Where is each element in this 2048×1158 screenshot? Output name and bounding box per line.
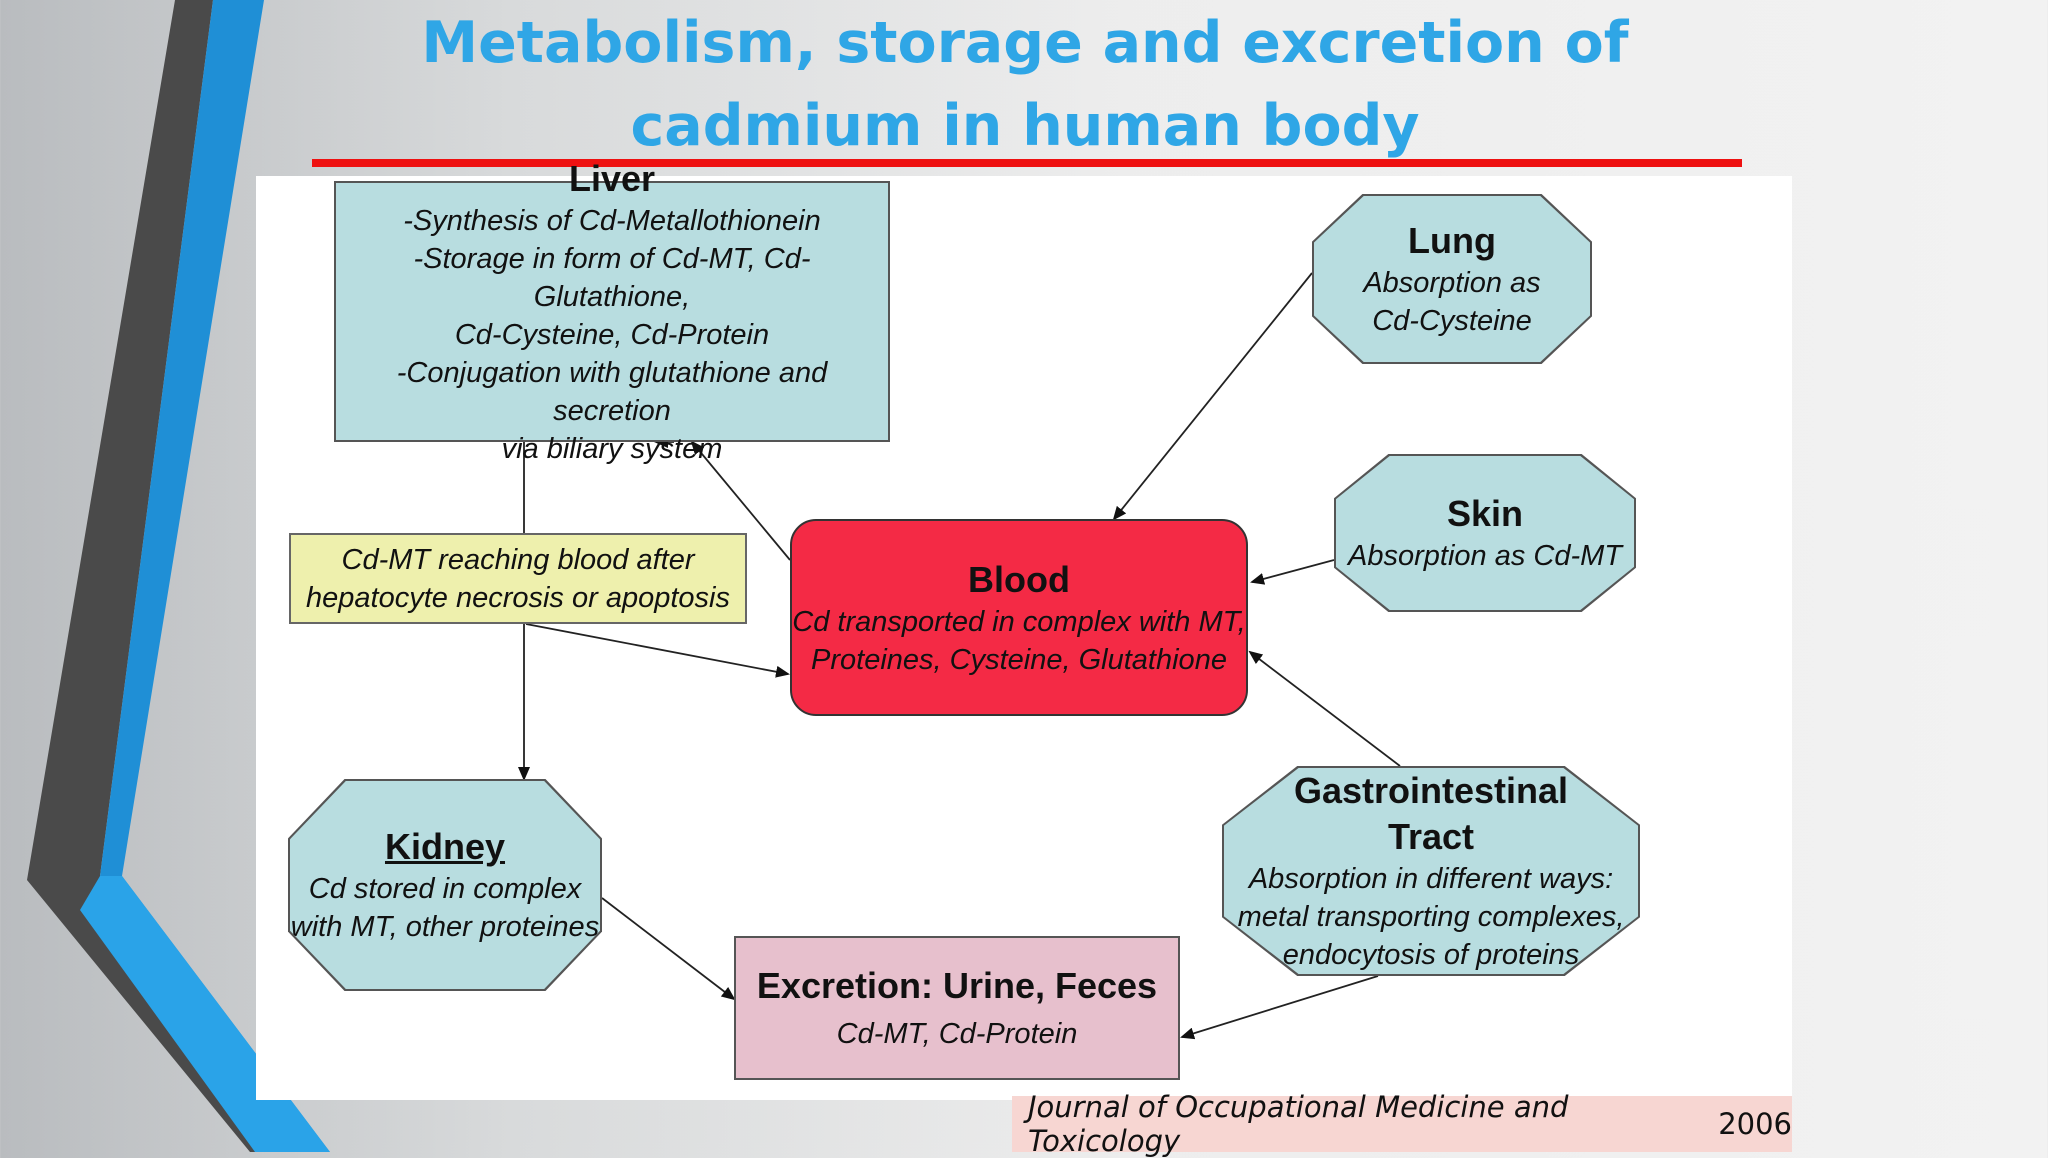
liver-node: Liver -Synthesis of Cd-Metallothionein -… [334,158,890,465]
excretion-title: Excretion: Urine, Feces [756,965,1158,1006]
edge-kidney-to-excretion [601,897,736,1001]
gi-title: Gastrointestinal [1293,770,1569,811]
edge-skin-to-blood [1250,559,1335,585]
title-underline [312,159,1742,167]
gi-title: Tract [1387,816,1475,857]
skin-title: Skin [1446,493,1524,534]
liver-title: Liver [568,157,656,199]
lung-line: Cd-Cysteine [1372,305,1532,337]
liver-line: via biliary system [501,432,723,465]
excretion-line: Cd-MT, Cd-Protein [836,1018,1078,1050]
kidney-title: Kidney [384,826,506,867]
edge-blood-to-liver [690,440,791,561]
gi-tract-node: Gastrointestinal Tract Absorption in dif… [1222,766,1640,976]
edge-lung-to-blood [1112,272,1313,521]
edge-note-to-blood [525,623,790,678]
liver-line: Cd-Cysteine, Cd-Protein [454,318,770,351]
blue-accent-band [100,0,330,1152]
skin-node: Skin Absorption as Cd-MT [1334,454,1636,612]
note-line: hepatocyte necrosis or apoptosis [306,581,730,614]
edge-gi-to-excretion [1180,975,1379,1040]
citation-journal: Journal of Occupational Medicine and Tox… [1028,1090,1569,1158]
hepatocyte-note: Cd-MT reaching blood after hepatocyte ne… [289,533,747,624]
lung-line: Absorption as [1363,267,1541,299]
gi-line: endocytosis of proteins [1282,939,1580,971]
blood-line: Proteines, Cysteine, Glutathione [811,643,1227,676]
citation-year: 2006 [1718,1107,1792,1141]
gi-line: Absorption in different ways: [1248,863,1614,895]
blood-node: Blood Cd transported in complex with MT,… [790,519,1248,716]
gi-line: metal transporting complexes, [1237,901,1625,933]
lung-node: Lung Absorption as Cd-Cysteine [1312,194,1592,364]
liver-line: -Conjugation with glutathione and secret… [396,356,828,427]
liver-line: -Storage in form of Cd-MT, Cd-Glutathion… [413,242,811,313]
diagram-edges [518,272,1401,1040]
diagram-panel: Liver -Synthesis of Cd-Metallothionein -… [256,158,1792,1100]
kidney-line: with MT, other proteines [290,911,600,943]
source-citation: Journal of Occupational Medicine and Tox… [1012,1090,1792,1158]
note-line: Cd-MT reaching blood after [341,543,695,576]
kidney-node: Kidney Cd stored in complex with MT, oth… [288,779,602,991]
blood-line: Cd transported in complex with MT, [792,605,1246,638]
excretion-node: Excretion: Urine, Feces Cd-MT, Cd-Protei… [734,936,1180,1080]
liver-line: -Synthesis of Cd-Metallothionein [403,204,821,237]
edge-gi-to-blood [1248,650,1401,767]
kidney-line: Cd stored in complex [308,873,582,905]
slide-title: Metabolism, storage and excretion of cad… [421,10,1629,159]
lung-title: Lung [1408,220,1496,261]
blood-title: Blood [968,558,1070,600]
skin-line: Absorption as Cd-MT [1348,540,1622,572]
dark-accent-band [27,0,300,1152]
